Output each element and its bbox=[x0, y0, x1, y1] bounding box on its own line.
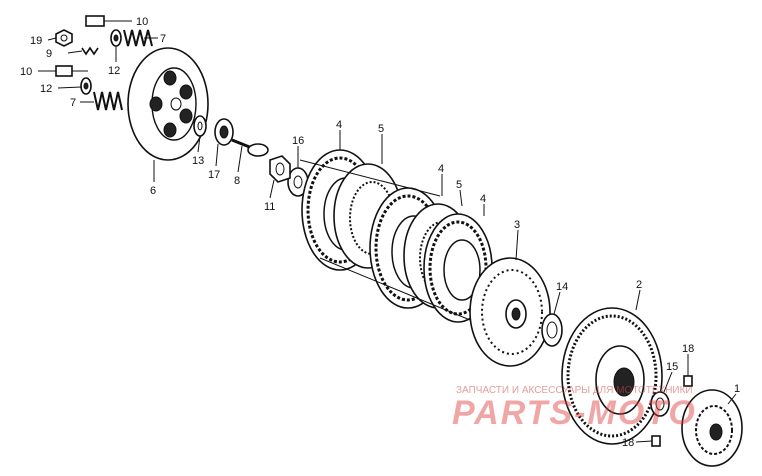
washer-13 bbox=[193, 115, 207, 137]
drive-gear-1 bbox=[681, 389, 743, 467]
callout-19: 19 bbox=[30, 35, 42, 47]
pressure-plate-6 bbox=[127, 47, 209, 161]
bolt-18-bottom bbox=[651, 435, 661, 447]
callout-12-bottom: 12 bbox=[40, 83, 52, 95]
callout-14: 14 bbox=[556, 281, 568, 293]
bearing-17 bbox=[214, 118, 234, 146]
callout-4-a: 4 bbox=[336, 119, 342, 131]
leader-lines bbox=[38, 20, 737, 443]
callout-4-b: 4 bbox=[438, 163, 444, 175]
callout-2: 2 bbox=[636, 279, 642, 291]
callout-3: 3 bbox=[514, 219, 520, 231]
clutch-outer-2 bbox=[561, 307, 663, 445]
callout-12-top: 12 bbox=[108, 65, 120, 77]
washer-12-bottom bbox=[80, 77, 92, 95]
callout-4-c: 4 bbox=[480, 193, 486, 205]
clutch-center-3 bbox=[469, 257, 551, 367]
callout-15: 15 bbox=[666, 361, 678, 373]
bolt-10-bottom bbox=[55, 65, 88, 77]
watermark-brand: PARTS-MOTO bbox=[452, 394, 697, 432]
nut-19 bbox=[55, 29, 73, 47]
callout-6: 6 bbox=[150, 185, 156, 197]
lock-nut-11 bbox=[269, 155, 291, 183]
callout-11: 11 bbox=[264, 201, 275, 213]
callout-1: 1 bbox=[734, 383, 740, 395]
lifter-rod-8 bbox=[231, 138, 269, 157]
bolt-10-top bbox=[85, 15, 122, 27]
callout-10-bottom: 10 bbox=[20, 66, 32, 78]
callout-7-bottom: 7 bbox=[70, 97, 76, 109]
callout-7-top: 7 bbox=[160, 33, 166, 45]
spring-7-bottom bbox=[93, 91, 123, 111]
thrust-washer-14 bbox=[541, 313, 563, 347]
callout-13: 13 bbox=[192, 155, 204, 167]
callout-17: 17 bbox=[208, 169, 220, 181]
callout-16: 16 bbox=[292, 135, 304, 147]
callout-18-top: 18 bbox=[682, 343, 694, 355]
callout-9: 9 bbox=[46, 48, 52, 60]
callout-18-bottom: 18 bbox=[622, 437, 634, 449]
spring-7-top bbox=[123, 29, 153, 47]
washer-12-top bbox=[110, 29, 122, 47]
collar-15 bbox=[650, 391, 670, 417]
callout-5-a: 5 bbox=[378, 123, 384, 135]
callout-5-b: 5 bbox=[456, 179, 462, 191]
pin-9 bbox=[81, 46, 99, 56]
callout-10-top: 10 bbox=[136, 16, 148, 28]
callout-8: 8 bbox=[234, 175, 240, 187]
watermark-caption: ЗАПЧАСТИ И АКСЕССУАРЫ ДЛЯ МОТОТЕХНИКИ bbox=[456, 385, 693, 396]
